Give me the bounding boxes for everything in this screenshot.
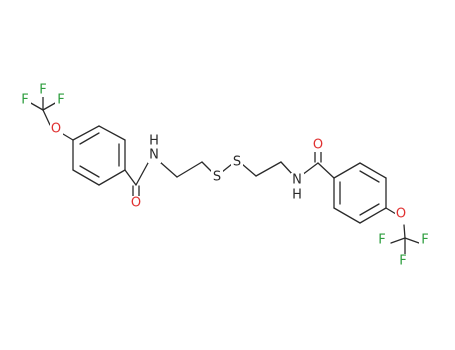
bond-carbonyl-n-left: [135, 162, 149, 186]
atom-bg-f-right-3: [397, 254, 409, 268]
ring-right-bond-4: [359, 207, 387, 224]
ring-right-bond-1: [333, 162, 361, 179]
ring-left-double-3: [79, 165, 100, 178]
bond-cf3-o-left: [42, 109, 51, 126]
bond-ch2-n-right: [280, 161, 294, 176]
bond-f3-cf3-left: [42, 101, 58, 111]
bond-ring-carbonyl-left: [124, 169, 137, 186]
ring-left-bond-1: [72, 125, 100, 141]
atom-bg-o-left-carbonyl: [129, 196, 143, 210]
bonds-left: [28, 96, 213, 198]
atom-bg-f-right-1: [376, 233, 388, 247]
bond-o-cf3-right: [403, 224, 406, 239]
atom-h-right: H: [292, 188, 302, 203]
bond-s-s: [221, 163, 233, 173]
atom-bg-o-left-ether: [50, 122, 63, 136]
bond-s-ch2-right: [241, 163, 257, 177]
ring-left-bond-2: [98, 125, 126, 141]
atom-bg-s-right: [231, 155, 243, 169]
atom-bg-h-right: [291, 188, 304, 202]
bond-ch2-ch2-right: [255, 161, 282, 177]
atom-f-left-3: F: [57, 93, 64, 108]
atom-bg-n-left: [148, 148, 161, 163]
ring-left-double-1: [79, 132, 100, 145]
atom-o-right-ether: O: [396, 207, 406, 222]
bond-f1-cf3-left: [28, 101, 44, 111]
atom-o-left-carbonyl: O: [131, 196, 141, 211]
bond-ring-o-right: [385, 207, 397, 215]
ring-right-bond-5: [333, 207, 361, 224]
atom-f-right-1: F: [378, 233, 385, 248]
atom-f-right-2: F: [421, 233, 428, 248]
bond-ch2-ch2-left: [176, 161, 203, 178]
ring-left-bond-5: [72, 169, 100, 186]
atom-n-left: N: [149, 148, 159, 163]
atom-n-right: N: [292, 173, 302, 188]
atom-o-right-carbonyl: O: [313, 138, 323, 153]
ring-left-bond-4: [98, 169, 126, 186]
ring-right-double-2: [359, 170, 380, 183]
atom-bg-s-left: [211, 170, 223, 184]
atom-s-left: S: [213, 170, 221, 185]
atom-bg-f-right-2: [419, 233, 431, 247]
atom-bg-f-left-1: [19, 93, 31, 107]
bonds-right: [241, 150, 420, 255]
bond-n-ch2-left: [159, 161, 178, 178]
bond-f2-cf3-right: [404, 237, 420, 244]
atom-f-right-3: F: [399, 254, 406, 269]
atom-o-left-ether: O: [51, 122, 61, 137]
atom-bg-f-left-2: [37, 83, 49, 97]
atom-f-left-2: F: [39, 83, 46, 98]
atom-bg-n-right: [291, 173, 304, 188]
atom-f-left-1: F: [21, 93, 28, 108]
atom-h-left: H: [149, 134, 159, 149]
atom-bg-f-left-3: [55, 93, 67, 107]
atom-s-right: S: [233, 155, 241, 170]
atom-bg-o-right-carbonyl: [311, 138, 325, 152]
bond-n-carbonyl-right: [301, 162, 319, 176]
ring-right-double-3: [359, 203, 380, 216]
bond-carbonyl-ring-right: [317, 162, 335, 179]
bond-f1-cf3-right: [390, 237, 406, 244]
ring-right-bond-2: [359, 162, 387, 179]
atom-bg-o-right-ether: [395, 207, 408, 222]
atom-bg-h-left: [148, 134, 161, 148]
bond-ch2-s-left: [201, 161, 213, 173]
bond-o-ring-left: [62, 133, 74, 141]
atom-labels: F F F O O N H S S N H O O F F F: [19, 83, 431, 269]
